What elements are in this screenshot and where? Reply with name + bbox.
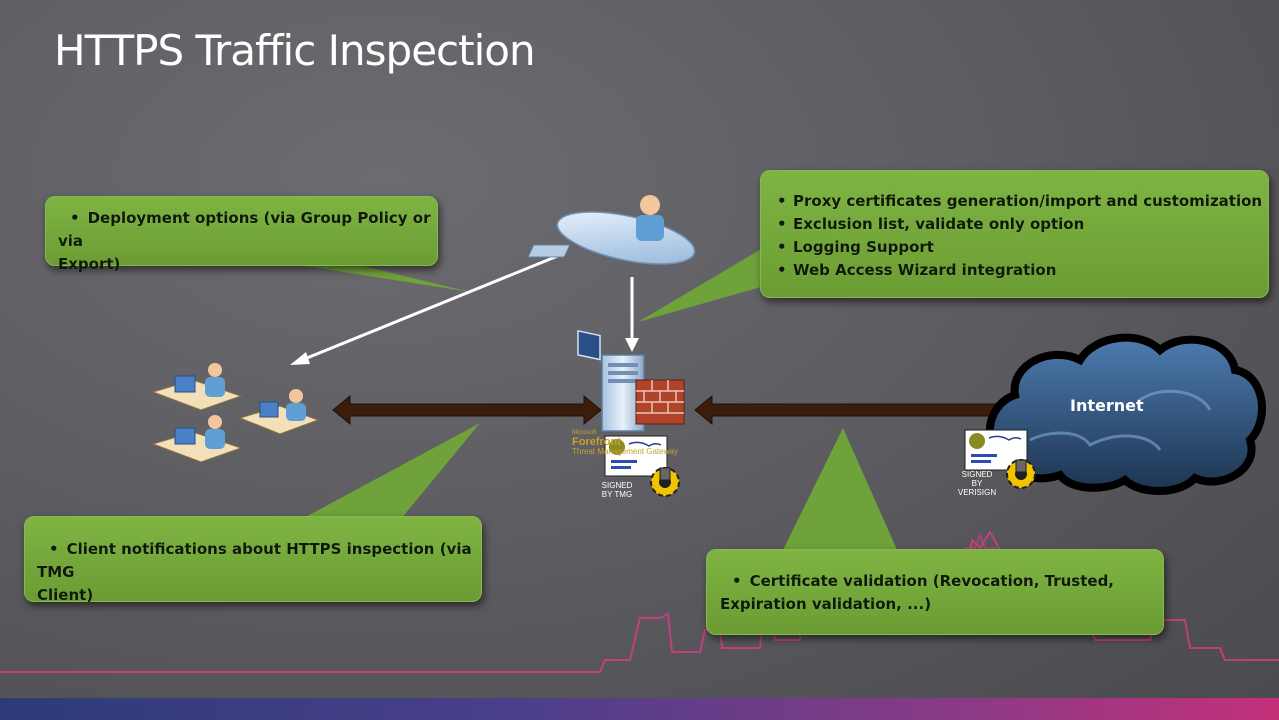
client-computers-icon [151,363,320,463]
callout-proxy-item: Web Access Wizard integration [775,259,1268,282]
admin-workstation-icon [527,195,696,370]
callout-cert-line-2: Expiration validation, ...) [720,595,932,613]
callout-tail-client [300,423,480,520]
internet-cloud-icon [985,333,1266,495]
slide-title: HTTPS Traffic Inspection [54,26,536,75]
certificate-icon [604,429,1036,497]
callout-proxy-item: Exclusion list, validate only option [775,213,1268,236]
callout-proxy-item: Proxy certificates generation/import and… [775,190,1268,213]
internet-label: Internet [1070,396,1144,415]
brand-logo: Microsoft Forefront Threat Management Ga… [572,430,678,456]
callout-client-line-1: •Client notifications about HTTPS inspec… [37,540,472,581]
signed-by-tmg-label: SIGNED BY TMG [601,481,633,499]
callout-tail-deployment [255,258,470,292]
callout-cert-line-1: •Certificate validation (Revocation, Tru… [732,572,1115,590]
signed-by-verisign-label: SIGNED BY VERISIGN [957,470,997,497]
admin-arrows [290,251,639,365]
bottom-bar [0,698,1279,720]
callout-tail-proxy [638,245,768,322]
callout-client-line-2: Client) [37,586,94,604]
callout-deployment-line-2: Export) [58,255,121,273]
callout-cert: •Certificate validation (Revocation, Tru… [706,549,1164,635]
callout-client: •Client notifications about HTTPS inspec… [24,516,482,604]
callout-deployment-line-1: •Deployment options (via Group Policy or… [58,209,431,250]
callout-tail-cert [782,428,898,552]
firewall-icon [635,379,685,425]
callout-proxy-item: Logging Support [775,236,1268,259]
callout-proxy: Proxy certificates generation/import and… [760,170,1269,298]
callout-deployment: •Deployment options (via Group Policy or… [45,196,438,273]
